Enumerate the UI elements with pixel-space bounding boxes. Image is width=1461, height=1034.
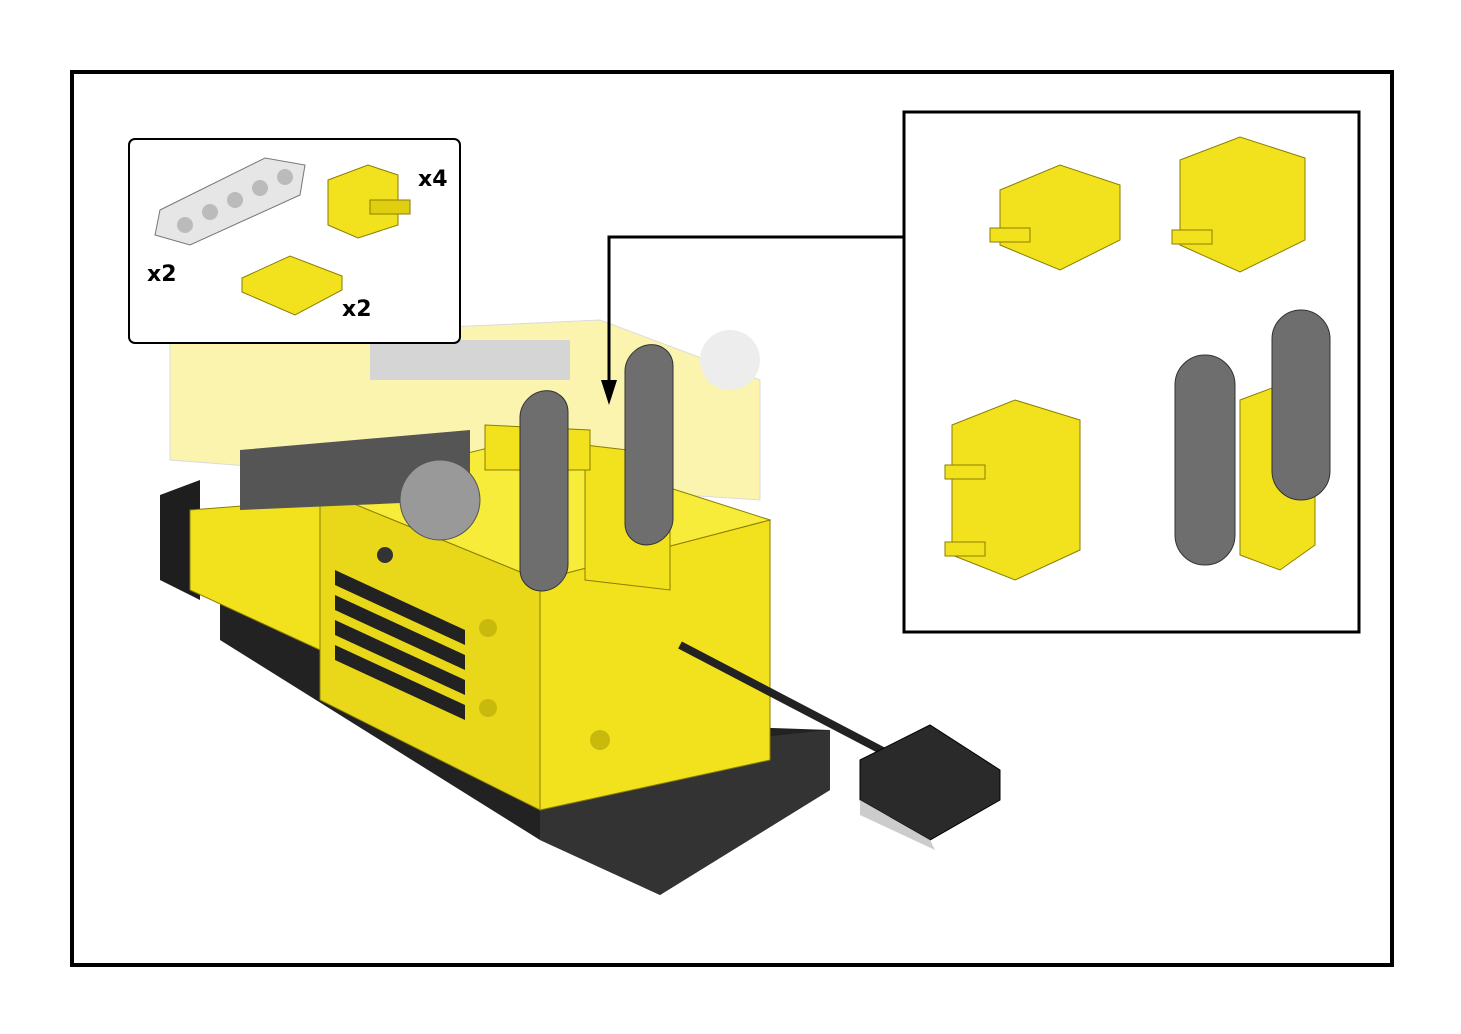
parts-list-box	[128, 138, 461, 344]
plate-part-icon	[241, 255, 343, 316]
liftarm-quantity: x2	[147, 262, 177, 287]
subassembly-box	[902, 110, 1361, 634]
technic-brick-quantity: x4	[418, 167, 448, 192]
main-model	[160, 344, 1001, 895]
technic-brick-pin-part-icon	[327, 164, 411, 239]
page-frame	[70, 70, 1394, 967]
plate-quantity: x2	[342, 297, 372, 322]
callout-arrow	[601, 235, 904, 405]
liftarm-part-icon	[154, 157, 306, 246]
